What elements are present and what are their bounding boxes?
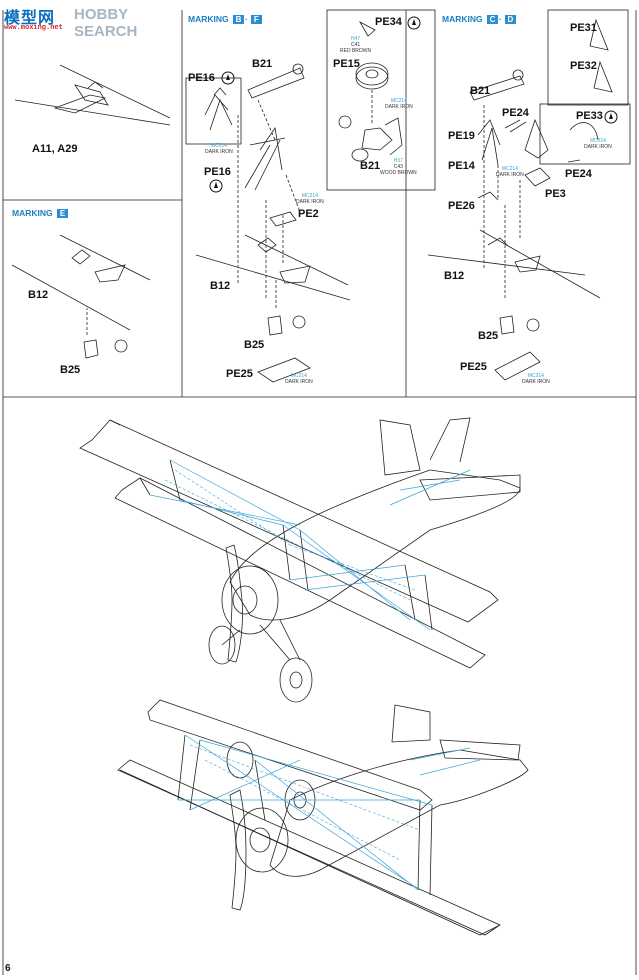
paint-callout-pe33: MC214 DARK IRON [584, 138, 612, 150]
label-pe2: PE2 [298, 208, 319, 220]
label-b25-e: B25 [60, 364, 81, 376]
paint-code: MC214 [527, 373, 544, 379]
paint-code: MC214 [290, 373, 307, 379]
marking-bf-letter-1: B [232, 15, 244, 24]
label-b21-box: B21 [360, 160, 381, 172]
paint-callout-pe15: H47 C41 RED BROWN [340, 36, 371, 54]
label-pe16-top: PE16 [188, 72, 215, 84]
paint-name: DARK IRON [496, 172, 524, 178]
marking-bf-letter-2: F [250, 15, 262, 24]
marking-e-label: MARKING [12, 208, 53, 218]
watermark-url: www.moxing.net [4, 24, 63, 32]
paint-code-2: C43 [393, 164, 403, 170]
label-pe34: PE34 [375, 16, 402, 28]
label-b25-cd: B25 [478, 330, 499, 342]
paint-callout-pe25-bf: MC214 DARK IRON [285, 373, 313, 385]
paint-name: DARK IRON [522, 379, 550, 385]
marking-e-header: MARKING E [12, 208, 68, 218]
label-pe19: PE19 [448, 130, 475, 142]
paint-code: MC214 [501, 166, 518, 172]
label-b12-e: B12 [28, 289, 49, 301]
paint-name: DARK IRON [296, 199, 324, 205]
paint-callout-pe2: MC214 DARK IRON [296, 193, 324, 205]
label-pe3: PE3 [545, 188, 566, 200]
paint-name: DARK IRON [205, 149, 233, 155]
label-b21-bf: B21 [252, 58, 273, 70]
label-pe25-bf: PE25 [226, 368, 253, 380]
watermark-brand: 模型网 [4, 8, 56, 27]
label-a11-a29: A11, A29 [32, 143, 78, 155]
marking-cd-label: MARKING [442, 14, 483, 24]
label-pe15: PE15 [333, 58, 360, 70]
label-pe24-bottom: PE24 [565, 168, 592, 180]
paint-callout-box-iron: MC214 DARK IRON [385, 98, 413, 110]
paint-code: MC214 [589, 138, 606, 144]
paint-callout-b21: H37 C43 WOOD BROWN [380, 158, 417, 176]
paint-code: H37 [393, 158, 403, 164]
label-b25-bf: B25 [244, 339, 265, 351]
marking-bf-header: MARKING B·F [188, 14, 262, 24]
label-pe31: PE31 [570, 22, 597, 34]
paint-name: DARK IRON [584, 144, 612, 150]
paint-name: RED BROWN [340, 48, 372, 54]
paint-callout-pe25-cd: MC214 DARK IRON [522, 373, 550, 385]
label-pe32: PE32 [570, 60, 597, 72]
paint-code: MC214 [390, 98, 407, 104]
label-b21-cd: B21 [470, 85, 491, 97]
label-pe26: PE26 [448, 200, 475, 212]
marking-cd-letter-2: D [504, 15, 516, 24]
label-pe25-cd: PE25 [460, 361, 487, 373]
watermark-brand-en: HOBBY SEARCH [74, 6, 138, 40]
paint-name: DARK IRON [385, 104, 413, 110]
label-pe14: PE14 [448, 160, 475, 172]
paint-code: MC214 [210, 143, 227, 149]
marking-cd-header: MARKING C·D [442, 14, 516, 24]
marking-e-letter: E [56, 209, 68, 218]
label-pe24-top: PE24 [502, 107, 529, 119]
label-b12-cd: B12 [444, 270, 465, 282]
paint-callout-pe16: MC214 DARK IRON [205, 143, 233, 155]
paint-code: H47 [350, 36, 361, 42]
label-pe16-bottom: PE16 [204, 166, 231, 178]
page-number: 6 [5, 963, 11, 974]
watermark: 模型网 HOBBY SEARCH www.moxing.net [4, 4, 137, 40]
paint-code: MC214 [301, 193, 318, 199]
paint-name: DARK IRON [285, 379, 313, 385]
paint-code-2: C41 [350, 42, 361, 48]
marking-bf-label: MARKING [188, 14, 229, 24]
label-b12-bf: B12 [210, 280, 231, 292]
paint-callout-pe14: MC214 DARK IRON [496, 166, 524, 178]
label-pe33: PE33 [576, 110, 603, 122]
paint-name: WOOD BROWN [380, 170, 417, 176]
marking-cd-letter-1: C [486, 15, 498, 24]
